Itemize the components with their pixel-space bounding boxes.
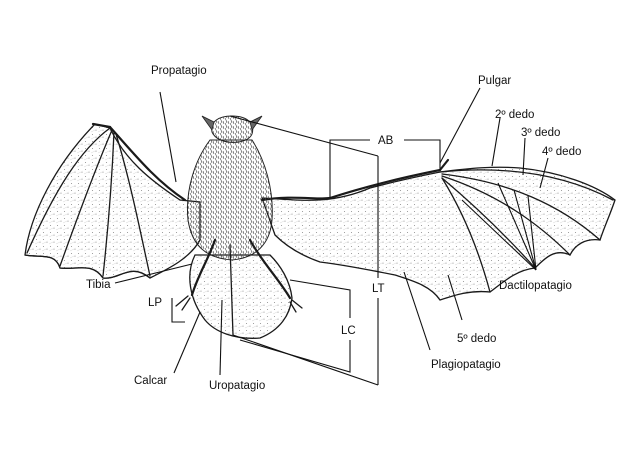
dedo3-leader [522,137,526,176]
dedo5-leader [447,274,463,321]
leader-lines [114,87,549,386]
right-forearm [328,168,442,200]
bat-body [175,115,303,336]
right-digit-iii [441,173,601,241]
label-dedo2: 2º dedo [495,109,534,121]
left-digit-iv [102,131,115,277]
labels: Propatagio Pulgar 2º dedo 3º dedo 4º ded… [86,65,581,392]
label-plagiopatagio: Plagiopatagio [431,359,501,371]
left-ear [201,115,215,131]
right-wing [260,158,616,301]
label-lp: LP [148,297,162,309]
lt-top-line [229,115,379,157]
dactilo-leader-2 [497,182,537,271]
left-digit-iii [59,129,113,267]
right-digit-v [441,177,491,293]
left-foot [175,295,191,311]
right-digit-iv-branch [441,177,536,269]
dactilo-leader-1 [461,199,537,271]
label-lc: LC [341,325,356,337]
dactilo-leader-4 [527,195,537,271]
right-femur-tibia [248,238,292,300]
label-uropatagio: Uropatagio [209,380,265,392]
label-tibia: Tibia [86,279,111,291]
dedo4-leader [539,157,549,189]
plagio-leader [403,271,431,351]
label-lt: LT [372,283,385,295]
label-ab: AB [378,135,394,147]
calcar-leader [173,311,201,374]
left-forearm [108,125,187,202]
left-wing-membrane [24,123,201,279]
tibia-leader [114,263,193,284]
tail [229,244,234,336]
label-dedo5: 5º dedo [457,333,496,345]
label-pulgar: Pulgar [478,75,511,87]
left-wing [24,122,201,279]
right-thumb [438,158,450,172]
dedo2-leader [491,117,501,167]
left-digit-ii [26,127,111,254]
right-digit-iv [441,175,571,256]
right-digit-ii [439,169,614,201]
uropatagium [189,254,293,339]
label-dedo4: 4º dedo [542,146,581,158]
right-foot [289,299,303,313]
lt-bottom-line [232,334,379,386]
dactilo-leader-3 [513,189,537,271]
lc-lower [239,339,351,373]
ab-bracket-right [404,139,441,170]
left-digit-v [115,133,151,277]
left-thumb [91,122,112,129]
propatagio-leader [159,91,177,183]
right-wing-membrane [261,166,616,301]
lc-upper [289,279,351,318]
uropatagio-leader [219,299,223,376]
ab-bracket-left [329,139,370,198]
lp-bracket [171,298,185,323]
label-calcar: Calcar [134,375,167,387]
pulgar-leader [439,87,481,164]
label-propatagio: Propatagio [151,65,207,77]
left-wing-trailing-edge [24,254,151,279]
left-femur-tibia [190,238,217,297]
label-dactilopatagio: Dactilopatagio [499,280,572,292]
label-dedo3: 3º dedo [521,127,560,139]
body-torso [186,139,273,261]
